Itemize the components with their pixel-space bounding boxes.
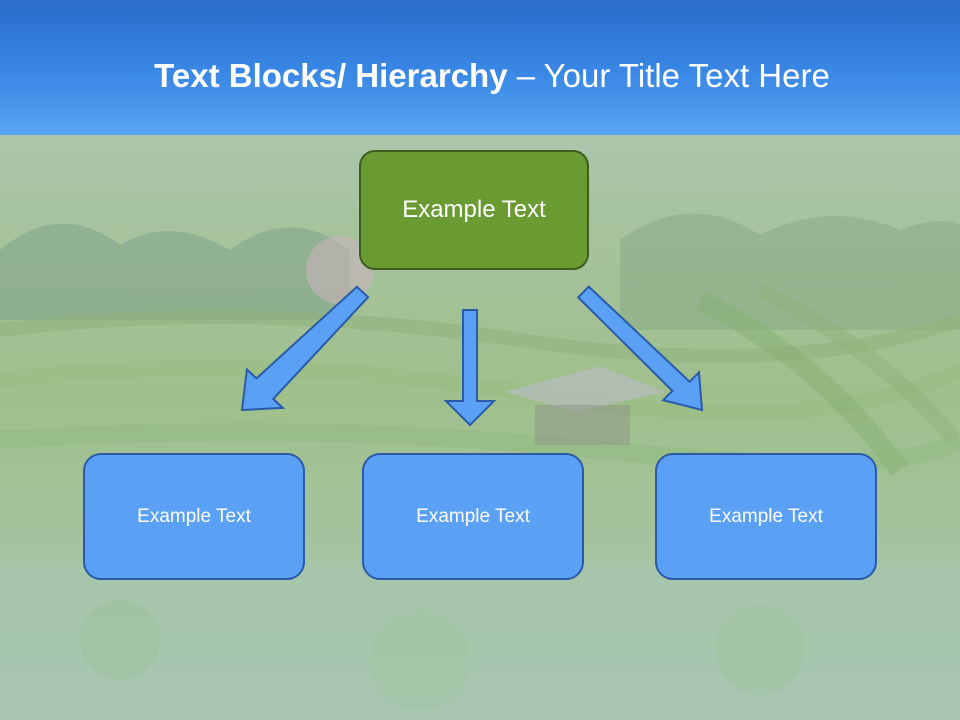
title-bold-part: Text Blocks/ Hierarchy [154,57,508,94]
child-box-center: Example Text [362,453,584,580]
arrow-center [443,309,497,427]
child-box-label: Example Text [137,505,251,527]
arrow-right [576,285,704,412]
child-box-label: Example Text [709,505,823,527]
root-box-label: Example Text [402,196,546,223]
slide-title: Text Blocks/ Hierarchy – Your Title Text… [0,52,960,100]
child-box-left: Example Text [83,453,305,580]
child-box-right: Example Text [655,453,877,580]
arrow-left [240,285,370,412]
root-box: Example Text [359,150,589,270]
title-dash: – [507,57,544,94]
child-box-label: Example Text [416,505,530,527]
title-band [0,0,960,135]
title-rest-part: Your Title Text Here [543,57,830,94]
